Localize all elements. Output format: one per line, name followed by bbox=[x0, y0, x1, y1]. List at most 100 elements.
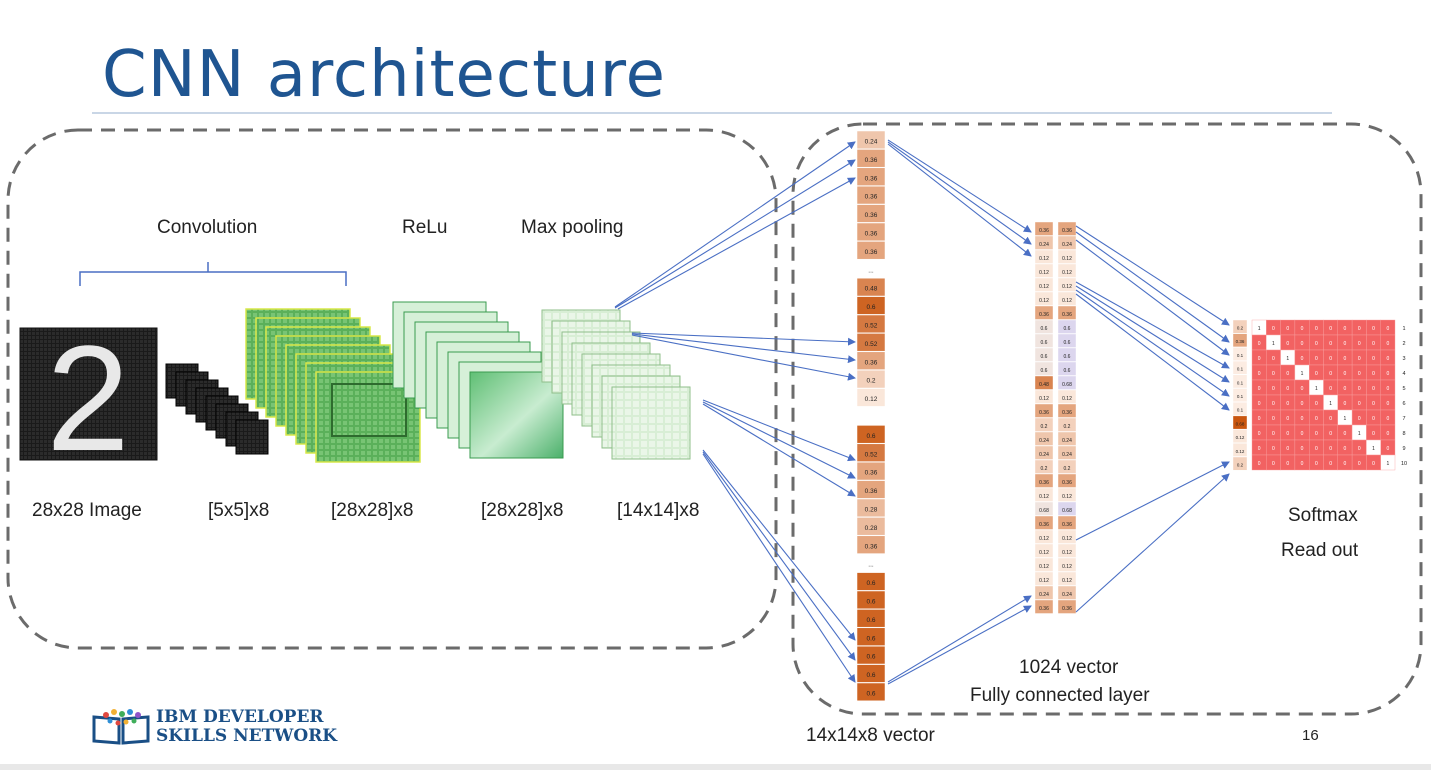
pooled-feature-maps bbox=[541, 309, 691, 460]
relu-label: ReLu bbox=[402, 217, 448, 238]
connection-arrow bbox=[702, 449, 856, 641]
fc-cell-value: 0.24 bbox=[1062, 592, 1072, 598]
connection-arrow bbox=[1075, 293, 1230, 411]
fc-cell bbox=[1057, 333, 1077, 348]
fc-cell-value: 0.6 bbox=[1064, 368, 1071, 374]
flat-cell bbox=[856, 627, 886, 646]
softmax-cell-value: 0 bbox=[1358, 461, 1361, 467]
connection-arrow bbox=[887, 595, 1032, 683]
fc-cell bbox=[1057, 557, 1077, 572]
softmax-cell-value: 0 bbox=[1286, 341, 1289, 347]
softmax-cell-value: 0 bbox=[1286, 431, 1289, 437]
flat-cell-value: 0.52 bbox=[865, 451, 878, 458]
softmax-cell-value: 1 bbox=[1315, 386, 1318, 392]
softmax-row-label: 2 bbox=[1402, 341, 1405, 347]
fc-cell bbox=[1034, 277, 1054, 292]
softmax-cell-value: 0 bbox=[1315, 326, 1318, 332]
connection-arrow bbox=[1075, 461, 1230, 541]
connection-arrow bbox=[1075, 225, 1230, 326]
softmax-cell-value: 0 bbox=[1358, 371, 1361, 377]
softmax-cell-value: 0 bbox=[1301, 416, 1304, 422]
title-underline bbox=[92, 112, 1332, 114]
flat-cell-value: 0.36 bbox=[865, 157, 878, 164]
softmax-row-label: 10 bbox=[1401, 461, 1407, 467]
softmax-cell-value: 0 bbox=[1386, 341, 1389, 347]
flat-cell bbox=[856, 480, 886, 499]
softmax-input-cell bbox=[1232, 415, 1248, 430]
softmax-cell-value: 1 bbox=[1344, 416, 1347, 422]
flat-cell bbox=[856, 645, 886, 665]
connection-arrow bbox=[1075, 285, 1230, 383]
softmax-cell-value: 0 bbox=[1272, 401, 1275, 407]
flat-cell bbox=[856, 535, 886, 554]
softmax-cell-value: 0 bbox=[1301, 431, 1304, 437]
connection-arrow bbox=[887, 139, 1032, 233]
softmax-cell-value: 0 bbox=[1344, 446, 1347, 452]
fc-cell-value: 0.24 bbox=[1039, 438, 1049, 444]
fc-cell-value: 0.6 bbox=[1041, 354, 1048, 360]
softmax-input-value: 0.36 bbox=[1236, 339, 1245, 344]
fc-cell bbox=[1057, 263, 1077, 278]
softmax-cell-value: 0 bbox=[1344, 386, 1347, 392]
softmax-cell-value: 0 bbox=[1272, 461, 1275, 467]
fc-cell-value: 0.24 bbox=[1039, 242, 1049, 248]
fc-cell-value: 0.12 bbox=[1039, 564, 1049, 570]
connection-arrow bbox=[702, 401, 856, 479]
flat-cell bbox=[856, 609, 886, 628]
flat-cell bbox=[856, 351, 886, 370]
softmax-cell-value: 0 bbox=[1386, 371, 1389, 377]
softmax-row-label: 4 bbox=[1402, 371, 1405, 377]
softmax-cell-value: 0 bbox=[1386, 326, 1389, 332]
softmax-cell-value: 1 bbox=[1286, 356, 1289, 362]
softmax-cell-value: 1 bbox=[1358, 431, 1361, 437]
flat-cell-value: 0.36 bbox=[865, 488, 878, 495]
flat-cell bbox=[856, 185, 886, 205]
softmax-cell-value: 0 bbox=[1344, 326, 1347, 332]
feature-extraction-region bbox=[6, 128, 778, 650]
flat-cell-value: 0.52 bbox=[865, 323, 878, 330]
fc-cell-value: 0.12 bbox=[1039, 578, 1049, 584]
fc-cell bbox=[1057, 277, 1077, 292]
fc-cell-value: 0.6 bbox=[1041, 326, 1048, 332]
fc-cell bbox=[1034, 529, 1054, 544]
softmax-cell-value: 0 bbox=[1258, 341, 1261, 347]
fc-cell-value: 0.12 bbox=[1062, 494, 1072, 500]
flat-cell bbox=[856, 314, 886, 334]
input-digit: 2 bbox=[46, 314, 129, 482]
softmax-cell-value: 0 bbox=[1329, 341, 1332, 347]
flat-cell bbox=[856, 425, 886, 444]
fc-cell bbox=[1034, 305, 1054, 320]
softmax-cell-value: 0 bbox=[1258, 386, 1261, 392]
fc-cell-value: 0.36 bbox=[1039, 228, 1049, 234]
softmax-cell-value: 0 bbox=[1258, 356, 1261, 362]
softmax-input-cell bbox=[1232, 402, 1248, 416]
softmax-cell-value: 0 bbox=[1386, 416, 1389, 422]
flat-cell-value: 0.36 bbox=[865, 543, 878, 550]
kernels-label: [5x5]x8 bbox=[208, 500, 270, 521]
softmax-input-value: 0.1 bbox=[1237, 408, 1244, 413]
fc-cell-value: 0.2 bbox=[1041, 466, 1048, 472]
fc-cell bbox=[1034, 333, 1054, 348]
conv-map-feature bbox=[331, 383, 407, 437]
fc-cell bbox=[1057, 571, 1077, 586]
connection-arrow bbox=[1075, 231, 1230, 343]
flat-cell-value: 0.36 bbox=[865, 249, 878, 256]
book-icon bbox=[92, 709, 150, 745]
fc-cell-value: 0.12 bbox=[1062, 396, 1072, 402]
fc-cell bbox=[1057, 291, 1077, 306]
flat-cell bbox=[856, 572, 886, 591]
softmax-cell-value: 0 bbox=[1358, 386, 1361, 392]
flat-cell bbox=[856, 664, 886, 683]
softmax-cell-value: 0 bbox=[1372, 401, 1375, 407]
softmax-cell-value: 0 bbox=[1315, 356, 1318, 362]
fc-cell-value: 0.12 bbox=[1039, 550, 1049, 556]
fc-cell-value: 0.12 bbox=[1062, 284, 1072, 290]
connection-arrow bbox=[631, 333, 856, 364]
fc-cell bbox=[1057, 221, 1077, 236]
flat-cell bbox=[856, 369, 886, 389]
softmax-cell-value: 0 bbox=[1286, 371, 1289, 377]
fc-cell bbox=[1034, 515, 1054, 530]
softmax-input-value: 0.12 bbox=[1236, 435, 1245, 440]
fc-cell bbox=[1034, 347, 1054, 362]
